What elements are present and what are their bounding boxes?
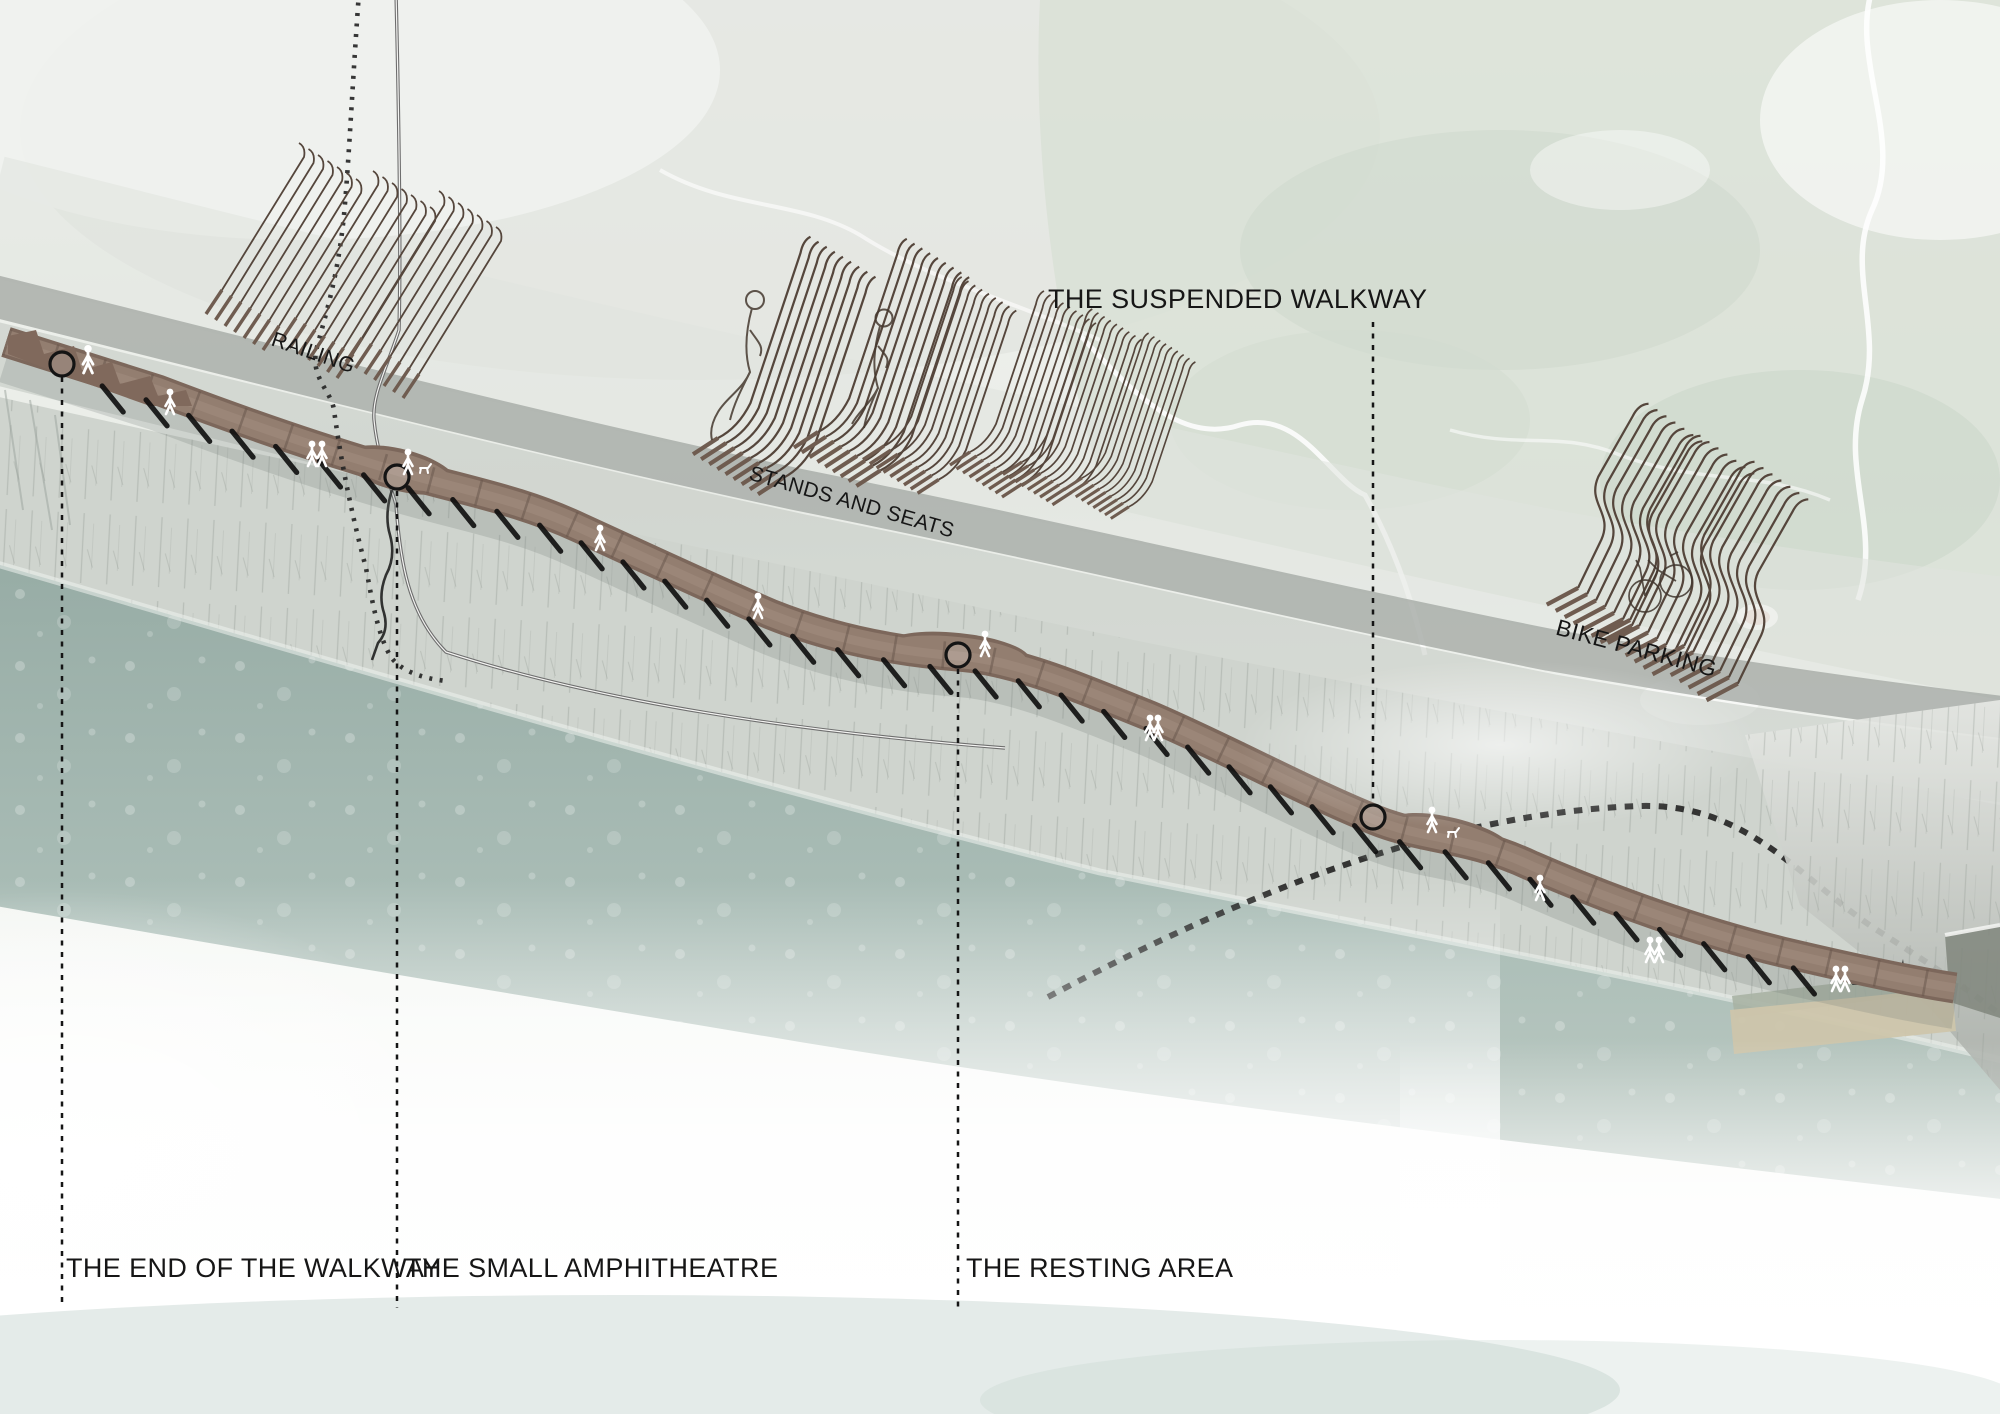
black-support-tick bbox=[186, 412, 213, 445]
railing-illustration bbox=[278, 170, 437, 379]
black-support-tick bbox=[927, 663, 954, 696]
bicycle-sketch bbox=[1628, 551, 1693, 613]
white-person-silhouette bbox=[1653, 936, 1665, 964]
railing-route-dotted bbox=[313, 0, 447, 684]
walkway-shadow bbox=[0, 338, 1959, 1029]
amphitheatre-steps bbox=[8, 330, 192, 406]
seated-person-head bbox=[745, 290, 765, 310]
black-support-tick bbox=[1442, 849, 1469, 881]
black-support-tick bbox=[494, 508, 521, 540]
upper-slope bbox=[0, 156, 2000, 698]
white-person-silhouette bbox=[979, 630, 991, 658]
railing-illustration bbox=[344, 190, 503, 399]
callout-leaders bbox=[60, 322, 1375, 1308]
black-support-tick bbox=[972, 668, 999, 700]
black-support-tick bbox=[1745, 954, 1772, 986]
black-support-tick bbox=[1058, 692, 1085, 724]
black-support-tick bbox=[880, 657, 908, 689]
callout-node-small-amphitheatre bbox=[383, 463, 411, 491]
black-support-tick bbox=[99, 383, 126, 415]
black-support-tick bbox=[1570, 894, 1597, 926]
thin-path-lines bbox=[370, 0, 1006, 750]
white-person-silhouette bbox=[1830, 965, 1842, 993]
black-support-tick bbox=[1396, 839, 1424, 871]
white-person-silhouette bbox=[752, 592, 764, 620]
black-support-tick bbox=[1015, 678, 1042, 710]
black-support-tick bbox=[704, 597, 731, 629]
hill-wash-light bbox=[0, 0, 720, 240]
white-dog-silhouette bbox=[1447, 827, 1460, 838]
suspended-walkway-path bbox=[1, 327, 1958, 1004]
black-support-tick bbox=[1701, 941, 1728, 973]
black-support-tick bbox=[1226, 764, 1253, 796]
mist-overlays bbox=[0, 660, 2000, 1414]
label-end-of-walkway: THE END OF THE WALKWAY bbox=[66, 1253, 441, 1283]
black-support-tick bbox=[1185, 744, 1212, 776]
stand-seat-illustration bbox=[1063, 332, 1196, 520]
black-support-tick bbox=[662, 578, 689, 610]
black-support-tick bbox=[746, 616, 773, 648]
label-small-amphitheatre: THE SMALL AMPHITHEATRE bbox=[405, 1253, 779, 1283]
white-dog-silhouette bbox=[419, 463, 432, 474]
white-person-silhouette bbox=[316, 440, 328, 468]
white-person-silhouette bbox=[81, 345, 95, 375]
white-person-silhouette bbox=[1644, 936, 1656, 964]
stream-line bbox=[370, 489, 394, 661]
callout-node-end-of-walkway bbox=[48, 350, 76, 378]
white-person-silhouette bbox=[1426, 806, 1438, 834]
black-support-tick bbox=[620, 559, 647, 591]
black-support-tick bbox=[1267, 784, 1295, 816]
black-support-tick bbox=[835, 647, 862, 679]
stand-seat-illustration bbox=[862, 276, 1017, 495]
black-support-tick bbox=[1309, 804, 1336, 836]
stand-seat-illustration bbox=[691, 235, 877, 497]
black-support-tick bbox=[361, 472, 388, 504]
black-support-tick bbox=[1485, 860, 1513, 892]
black-support-tick bbox=[537, 522, 564, 554]
black-support-tick bbox=[790, 633, 817, 665]
callout-nodes bbox=[48, 350, 1387, 831]
furniture-illustrations bbox=[204, 142, 1809, 703]
black-support-tick bbox=[273, 443, 300, 476]
white-person-silhouette bbox=[1839, 965, 1851, 993]
walkway-struts bbox=[99, 383, 1818, 997]
black-support-tick bbox=[1790, 965, 1818, 997]
callout-node-suspended-walkway bbox=[1359, 803, 1387, 831]
white-person-silhouette bbox=[1534, 874, 1546, 902]
black-support-tick bbox=[143, 397, 170, 429]
black-support-tick bbox=[1657, 926, 1684, 959]
white-person-silhouette bbox=[306, 440, 318, 468]
black-support-tick bbox=[1613, 911, 1640, 943]
white-person-silhouette bbox=[594, 524, 606, 552]
bike-rack-illustration bbox=[1545, 402, 1703, 645]
pedestrian-figures bbox=[81, 345, 1851, 993]
bike-rack-illustration bbox=[1651, 460, 1809, 703]
white-person-silhouette bbox=[164, 388, 176, 416]
seated-figures-sketch bbox=[710, 290, 894, 441]
black-support-tick bbox=[1101, 708, 1128, 741]
black-support-tick bbox=[578, 540, 605, 572]
seated-person-head bbox=[874, 308, 894, 328]
stand-seat-illustration bbox=[949, 290, 1097, 499]
label-suspended-walkway: THE SUSPENDED WALKWAY bbox=[1048, 284, 1428, 314]
label-resting-area: THE RESTING AREA bbox=[966, 1253, 1234, 1283]
black-support-tick bbox=[405, 485, 432, 517]
black-support-tick bbox=[1351, 823, 1379, 855]
white-person-silhouette bbox=[1152, 714, 1164, 742]
railing-illustration bbox=[204, 142, 363, 351]
pier-plank bbox=[1730, 988, 1956, 1054]
callout-node-resting-area bbox=[944, 641, 972, 669]
stand-seat-illustration bbox=[1002, 308, 1143, 507]
white-person-silhouette bbox=[402, 448, 414, 476]
stand-seat-illustration bbox=[792, 237, 970, 488]
black-support-tick bbox=[450, 496, 477, 529]
black-support-tick bbox=[316, 458, 344, 490]
white-person-silhouette bbox=[1144, 714, 1156, 742]
black-support-tick bbox=[229, 428, 256, 460]
road bbox=[0, 275, 2000, 738]
